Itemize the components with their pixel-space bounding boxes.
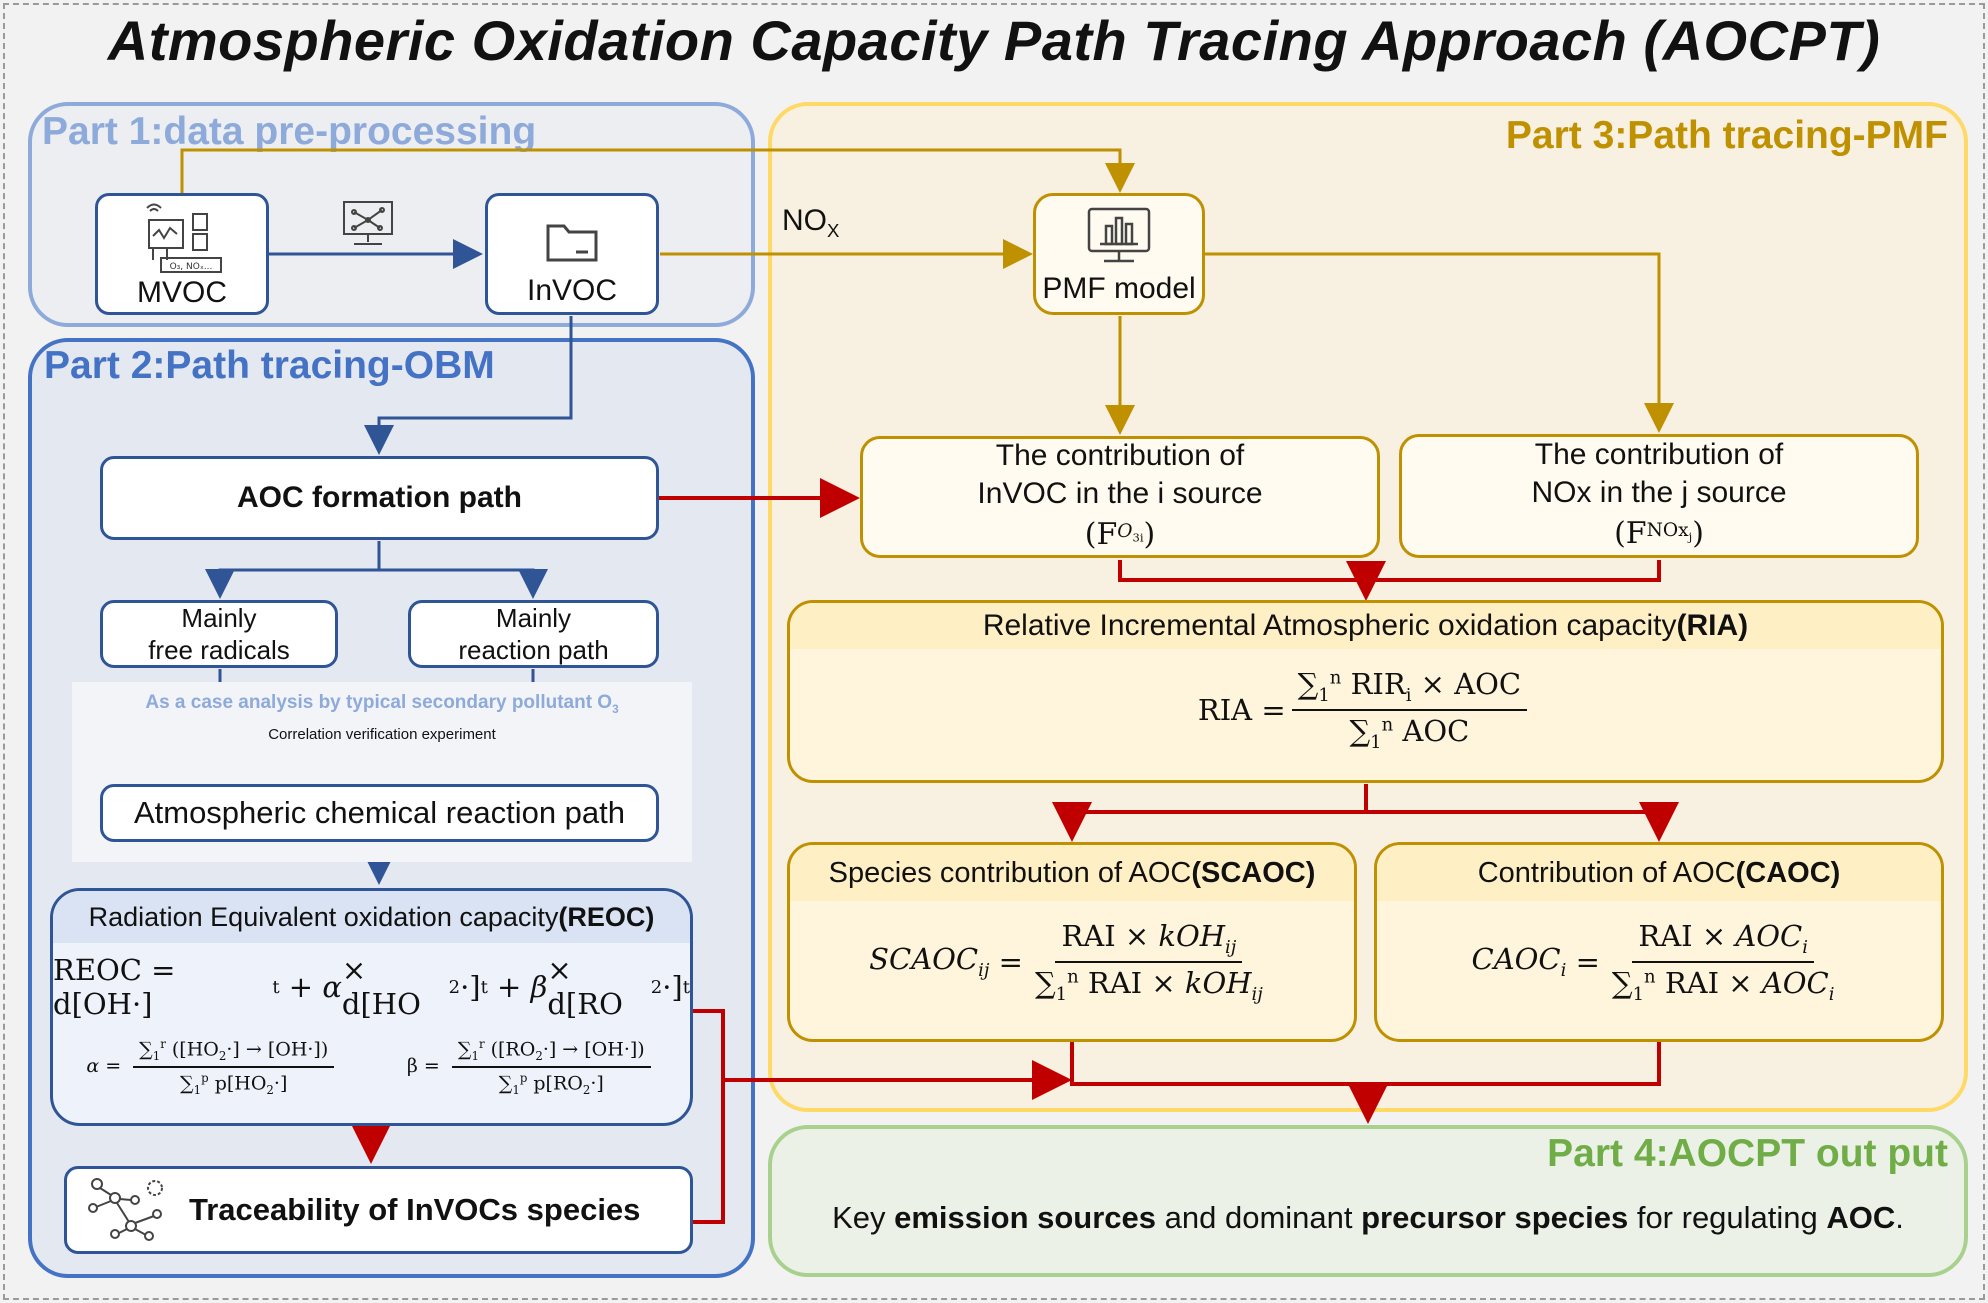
folder-icon <box>546 224 598 262</box>
invoc-contribution-line1: The contribution of <box>995 439 1245 473</box>
part4-label: Part 4:AOCPT out put <box>1547 1132 1948 1175</box>
alpha-formula: α = ∑1r ([HO2·] → [OH·])∑1p p[HO2·] <box>86 1037 340 1097</box>
bar-chart-monitor-icon <box>1087 207 1151 263</box>
nox-label: NOX <box>782 204 840 241</box>
part2-label: Part 2:Path tracing-OBM <box>44 344 495 387</box>
mvoc-label: MVOC <box>137 276 227 309</box>
reoc-header: Radiation Equivalent oxidation capacity … <box>53 891 690 943</box>
invoc-label: InVOC <box>526 274 618 307</box>
caoc-formula: CAOCi = RAI × AOCi∑1n RAI × AOCi <box>1471 919 1835 1005</box>
pmf-model-node: PMF model <box>1033 193 1205 315</box>
free-radicals-line2: free radicals <box>148 635 290 665</box>
reoc-box: Radiation Equivalent oxidation capacity … <box>50 888 693 1126</box>
caoc-header: Contribution of AOC (CAOC) <box>1377 845 1941 901</box>
correlation-verification-text: Correlation verification experiment <box>268 726 496 743</box>
monitoring-station-icon: O₃, NOₓ... <box>146 203 222 273</box>
part4-panel <box>768 1125 1968 1277</box>
page-title: Atmospheric Oxidation Capacity Path Trac… <box>107 9 1881 72</box>
nox-contribution-line1: The contribution of <box>1534 438 1784 472</box>
aocpt-output-text: Key emission sources and dominant precur… <box>832 1200 1904 1235</box>
nox-contribution-line2: NOx in the j source <box>1531 476 1787 510</box>
scaoc-header: Species contribution of AOC (SCAOC) <box>790 845 1354 901</box>
reaction-path-line2: reaction path <box>458 635 609 665</box>
beta-formula: β = ∑1r ([RO2·] → [OH·])∑1p p[RO2·] <box>407 1037 657 1097</box>
reaction-path-node: Mainly reaction path <box>408 600 659 668</box>
free-radicals-node: Mainly free radicals <box>100 600 338 668</box>
traceability-node: Traceability of InVOCs species <box>64 1166 693 1254</box>
molecule-icon <box>88 1178 163 1241</box>
aoc-formation-path-node: AOC formation path <box>100 456 659 540</box>
invoc-contribution-line2: InVOC in the i source <box>977 477 1263 511</box>
nox-contribution-node: The contribution of NOx in the j source … <box>1399 434 1919 558</box>
reaction-path-line1: Mainly <box>495 603 572 633</box>
mvoc-node: O₃, NOₓ... MVOC <box>95 193 269 315</box>
network-monitor-icon <box>343 201 393 245</box>
caoc-box: Contribution of AOC (CAOC) CAOCi = RAI ×… <box>1374 842 1944 1042</box>
mvoc-inner-label: O₃, NOₓ... <box>170 262 213 272</box>
outer-frame <box>3 3 1985 1300</box>
invoc-node: InVOC <box>485 193 659 315</box>
ria-formula: RIA = ∑1n RIRi × AOC∑1n AOC <box>790 667 1941 753</box>
case-analysis-text: As a case analysis by typical secondary … <box>145 692 619 716</box>
part1-label: Part 1:data pre-processing <box>42 110 537 153</box>
scaoc-box: Species contribution of AOC (SCAOC) SCAO… <box>787 842 1357 1042</box>
invoc-contribution-node: The contribution of InVOC in the i sourc… <box>860 436 1380 558</box>
scaoc-formula: SCAOCij = RAI × kOHij∑1n RAI × kOHij <box>869 919 1263 1005</box>
pmf-label: PMF model <box>1042 272 1196 305</box>
ria-header: Relative Incremental Atmospheric oxidati… <box>790 603 1941 649</box>
alpha-beta-formulas: α = ∑1r ([HO2·] → [OH·])∑1p p[HO2·] β = … <box>53 1037 690 1097</box>
free-radicals-line1: Mainly <box>181 603 257 633</box>
part3-label: Part 3:Path tracing-PMF <box>1505 114 1948 157</box>
traceability-label: Traceability of InVOCs species <box>189 1192 641 1227</box>
ria-box: Relative Incremental Atmospheric oxidati… <box>787 600 1944 783</box>
chemical-reaction-path-node: Atmospheric chemical reaction path <box>100 784 659 842</box>
